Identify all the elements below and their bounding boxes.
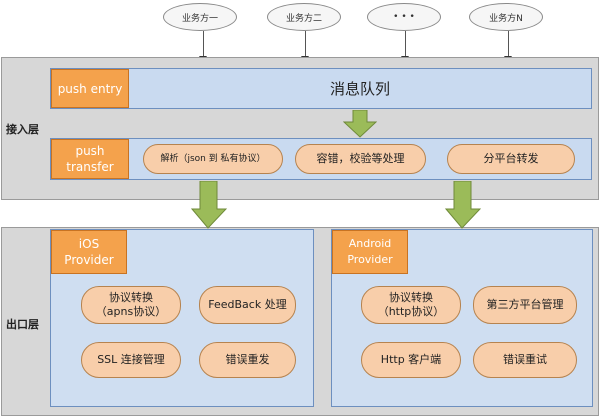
message-queue: 消息队列: [329, 80, 390, 98]
ios-provider-tag: iOS Provider: [51, 230, 127, 274]
connector-3: [405, 31, 406, 57]
android-protocol-line2: （http协议）: [377, 305, 445, 318]
down-arrow-queue: [343, 110, 377, 138]
android-provider-tag-line1: Android: [348, 237, 392, 250]
android-http-pill: Http 客户端: [361, 342, 461, 378]
push-transfer-tag: push transfer: [51, 139, 129, 179]
ios-feedback-pill: FeedBack 处理: [199, 286, 296, 324]
android-protocol-line1: 协议转换: [389, 291, 433, 304]
connector-2: [305, 31, 306, 57]
connector-1: [203, 31, 204, 57]
client-2: 业务方二: [267, 3, 341, 31]
android-retry-pill: 错误重试: [473, 342, 577, 378]
down-arrow-ios: [191, 181, 227, 229]
ios-resend-pill: 错误重发: [199, 342, 296, 378]
fault-tolerance-pill: 容错，校验等处理: [295, 144, 426, 174]
ios-protocol-line2: （apns协议）: [95, 305, 167, 318]
client-ellipsis: • • •: [367, 3, 441, 31]
android-provider-tag: Android Provider: [332, 230, 408, 274]
ios-provider-tag-line1: iOS: [78, 237, 100, 251]
down-arrow-android: [445, 181, 481, 229]
push-transfer-tag-line2: transfer: [66, 160, 114, 174]
platform-dispatch-pill: 分平台转发: [447, 144, 575, 174]
parse-pill: 解析（json 到 私有协议）: [143, 144, 283, 174]
ios-ssl-pill: SSL 连接管理: [81, 342, 181, 378]
ios-protocol-line1: 协议转换: [109, 291, 153, 304]
ios-protocol-pill: 协议转换 （apns协议）: [81, 286, 181, 324]
android-third-party-pill: 第三方平台管理: [473, 286, 577, 324]
exit-layer-label: 出口层: [6, 318, 39, 331]
client-1: 业务方一: [163, 3, 237, 31]
android-provider-tag-line2: Provider: [347, 253, 393, 266]
connector-4: [508, 31, 509, 57]
push-transfer-tag-line1: push: [75, 144, 105, 158]
ios-provider-tag-line2: Provider: [64, 253, 114, 267]
android-protocol-pill: 协议转换 （http协议）: [361, 286, 461, 324]
push-entry-row: [50, 68, 592, 109]
push-entry-tag: push entry: [51, 69, 129, 108]
client-n: 业务方N: [469, 3, 543, 31]
access-layer-label: 接入层: [6, 123, 39, 136]
